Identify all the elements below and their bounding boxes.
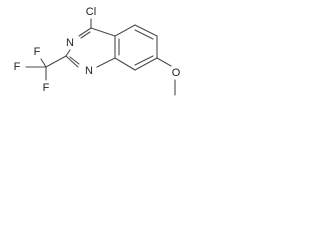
bond-n1-c8a bbox=[96, 57, 116, 68]
atom-label-n3: N bbox=[66, 37, 74, 49]
bond-c4-n3 bbox=[78, 27, 92, 37]
atom-label-f-left: F bbox=[14, 61, 21, 73]
atom-label-cl: Cl bbox=[86, 6, 96, 18]
atom-label-f-lower: F bbox=[43, 82, 50, 94]
atom-label-n1: N bbox=[85, 65, 93, 77]
bond-c7-o bbox=[156, 57, 172, 67]
bond-c4a-c5 bbox=[114, 24, 136, 37]
bond-lines bbox=[25, 18, 176, 96]
bond-c7-c8-inner bbox=[134, 55, 154, 66]
chemical-structure: Cl N N F F F O bbox=[14, 6, 181, 96]
bond-c2-n1 bbox=[65, 55, 79, 68]
bond-cf3-f-upper bbox=[40, 58, 47, 68]
bond-c5-c6-inner bbox=[134, 29, 154, 40]
atom-label-o: O bbox=[172, 67, 181, 79]
bond-c2-cf3 bbox=[45, 55, 67, 68]
bond-c8-c8a bbox=[114, 57, 136, 71]
atom-label-f-upper: F bbox=[34, 46, 41, 58]
atom-labels: Cl N N F F F O bbox=[14, 6, 181, 94]
bond-c4-n3-inner bbox=[80, 31, 91, 39]
bond-c2-n1-inner bbox=[69, 56, 80, 65]
bond-c4a-c4 bbox=[90, 27, 116, 37]
bond-c5-c6 bbox=[134, 24, 158, 37]
bond-n3-c2 bbox=[65, 49, 71, 57]
bond-c7-c8 bbox=[134, 57, 158, 71]
